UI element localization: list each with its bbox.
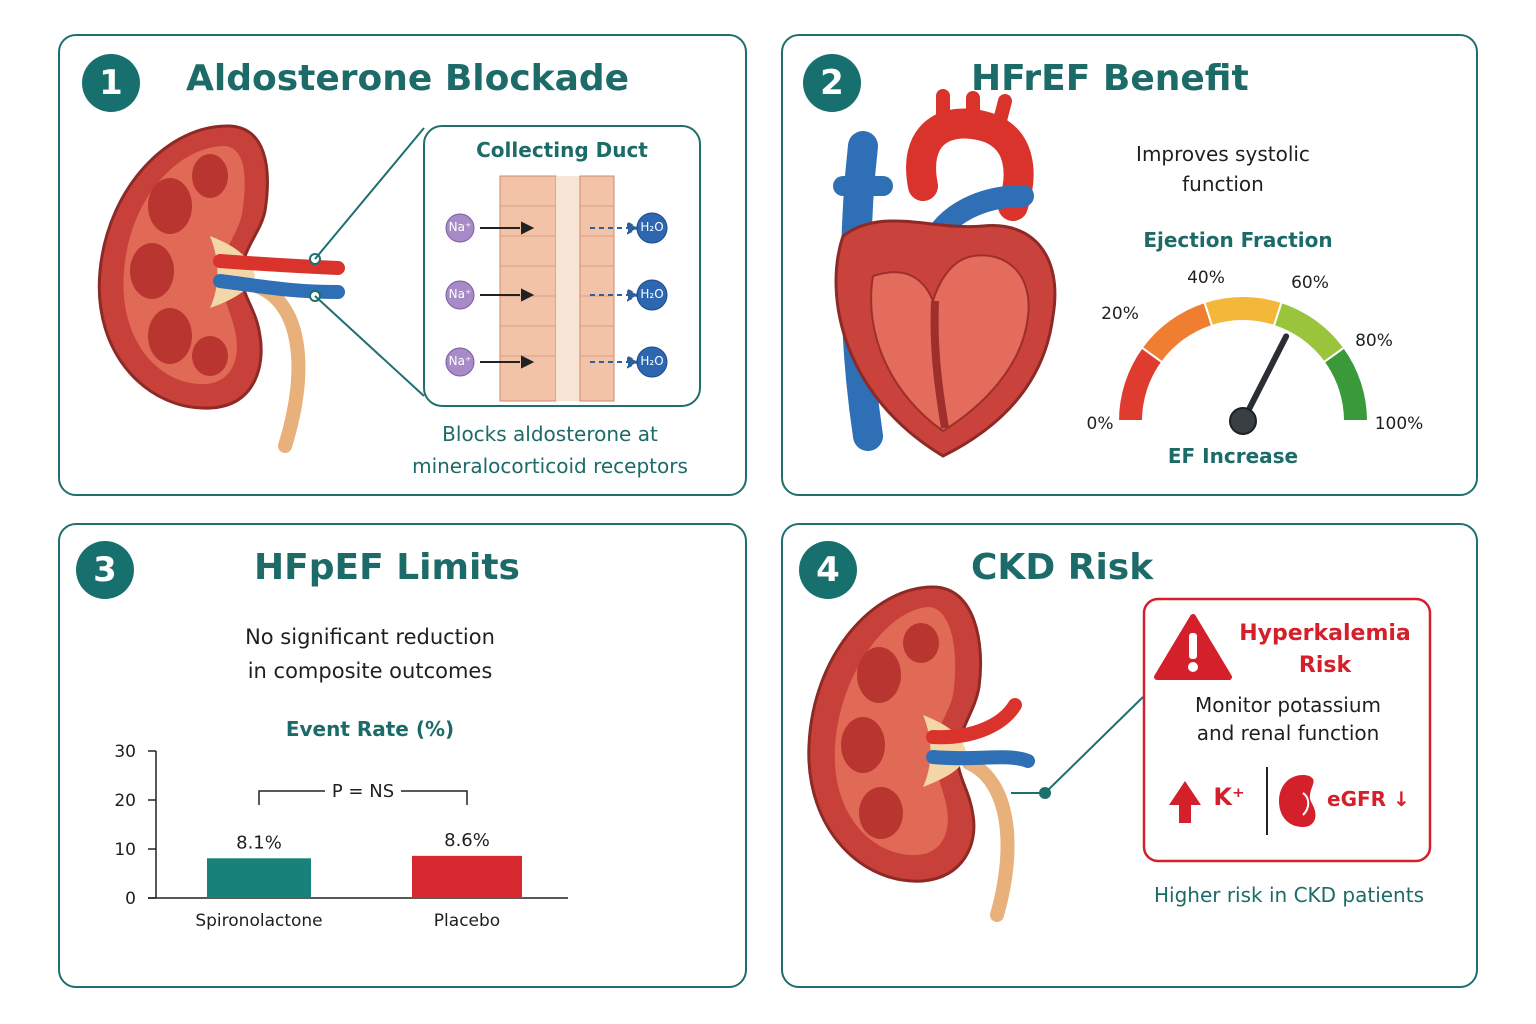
panel-number-4: 4 — [799, 541, 857, 599]
event-rate-chart: 0 10 20 30 8.1% Spironolactone 8.6% Placebo P =… — [114, 742, 568, 931]
bar-placebo — [412, 855, 522, 898]
aorta — [906, 108, 1034, 221]
alert-title-line-1: Hyperkalemia — [1239, 621, 1411, 646]
renal-artery — [926, 698, 1022, 745]
water-molecules — [636, 212, 668, 378]
y-tick-label: 10 — [114, 840, 136, 860]
inset-title: Collecting Duct — [476, 138, 648, 162]
arrow-up-icon — [1169, 781, 1201, 823]
potassium-label: K⁺ — [1213, 783, 1245, 811]
egfr-label: eGFR ↓ — [1327, 787, 1410, 811]
duct-wall-left — [499, 175, 557, 402]
renal-vein — [926, 750, 1035, 768]
chart-title: Event Rate (%) — [285, 717, 455, 741]
hfpef-subtitle-line-2: in composite outcomes — [247, 659, 493, 683]
na-arrows — [480, 221, 535, 369]
na-ions — [445, 213, 475, 377]
na-ion-label: Na⁺ — [448, 354, 472, 368]
heart-illustration — [833, 89, 1057, 458]
h2o-label: H₂O — [640, 287, 664, 301]
hfref-subtitle-line-2: function — [1182, 172, 1264, 196]
needle-hub — [1229, 407, 1257, 435]
caption-line-2: mineralocorticoid receptors — [412, 454, 688, 478]
ckd-kidney-illustration — [807, 585, 1432, 922]
kidney-mini-icon — [1279, 775, 1316, 827]
hfref-subtitle-line-1: Improves systolic — [1136, 142, 1310, 166]
alert-body-line-1: Monitor potassium — [1195, 693, 1381, 717]
gauge-label-20: 20% — [1101, 304, 1139, 324]
alert-title-line-2: Risk — [1298, 653, 1352, 678]
kidney-pyramids — [130, 154, 228, 376]
panel-hfpef-limits: 3 HFpEF Limits No significant reduction … — [58, 523, 747, 988]
gauge-label-80: 80% — [1355, 331, 1393, 351]
gauge-segment — [1140, 300, 1214, 364]
panel-number-2: 2 — [803, 54, 861, 112]
bar-value-label: 8.6% — [444, 830, 490, 851]
y-tick-label: 20 — [114, 791, 136, 811]
panel-aldosterone-blockade: 1 Aldosterone Blockade — [58, 34, 747, 496]
panel-hfref-benefit: 2 HFrEF Benefit Improves systolic functi… — [781, 34, 1478, 496]
gauge-segment — [1203, 295, 1283, 328]
septum — [930, 300, 949, 429]
bracket-right — [401, 790, 468, 805]
bar-spironolactone — [207, 858, 311, 898]
na-ion-label: Na⁺ — [448, 287, 472, 301]
na-ion-label: Na⁺ — [448, 220, 472, 234]
chart-axes: 0 10 20 30 — [114, 742, 568, 909]
callout-line — [1044, 696, 1144, 794]
water-arrows — [590, 221, 641, 369]
caption-line-1: Blocks aldosterone at — [442, 422, 658, 446]
gauge-label-0: 0% — [1086, 414, 1114, 434]
needle-line — [1240, 333, 1290, 424]
panel-ckd-risk: 4 CKD Risk Hyperkalemi — [781, 523, 1478, 988]
ef-gauge — [1116, 295, 1370, 435]
gauge-label-100: 100% — [1374, 414, 1424, 434]
chart-bars — [207, 855, 522, 898]
ureter — [962, 756, 1015, 922]
callout-line-bottom — [314, 295, 425, 397]
gauge-needle — [1229, 333, 1290, 435]
h2o-label: H₂O — [640, 354, 664, 368]
gauge-segment — [1322, 346, 1370, 422]
gauge-arcs — [1116, 295, 1370, 422]
gauge-label-40: 40% — [1187, 268, 1225, 288]
h2o-label: H₂O — [640, 220, 664, 234]
bracket-left — [258, 790, 325, 805]
category-label: Spironolactone — [195, 911, 322, 931]
callout-line-top — [314, 127, 425, 260]
gauge-caption: EF Increase — [1167, 444, 1299, 468]
panel-number-1: 1 — [82, 54, 140, 112]
panel-title-3: HFpEF Limits — [254, 547, 520, 588]
hfpef-subtitle-line-1: No significant reduction — [245, 625, 495, 649]
panel-title-4: CKD Risk — [971, 547, 1154, 588]
y-tick-label: 30 — [114, 742, 136, 762]
gauge-label-60: 60% — [1291, 273, 1329, 293]
renal-artery — [213, 254, 345, 275]
ckd-caption: Higher risk in CKD patients — [1153, 883, 1424, 907]
panel-number-3: 3 — [76, 541, 134, 599]
category-label: Placebo — [434, 911, 500, 931]
p-value-annotation: P = NS — [332, 781, 394, 802]
ureter — [249, 279, 306, 453]
gauge-segment — [1272, 300, 1346, 364]
kidney-illustration — [97, 124, 701, 453]
panel-title-2: HFrEF Benefit — [971, 58, 1249, 99]
renal-vein — [213, 274, 345, 299]
duct-lumen — [556, 176, 580, 401]
y-tick-label: 0 — [125, 889, 136, 909]
panel-title-1: Aldosterone Blockade — [186, 58, 630, 99]
warning-icon — [1154, 614, 1232, 680]
bar-value-label: 8.1% — [236, 832, 282, 853]
kidney-pyramids — [841, 623, 939, 839]
duct-wall-right — [579, 175, 615, 402]
chart-labels: 8.1% Spironolactone 8.6% Placebo P = NS — [195, 781, 500, 931]
gauge-title: Ejection Fraction — [1143, 228, 1333, 252]
alert-body-line-2: and renal function — [1196, 721, 1380, 745]
